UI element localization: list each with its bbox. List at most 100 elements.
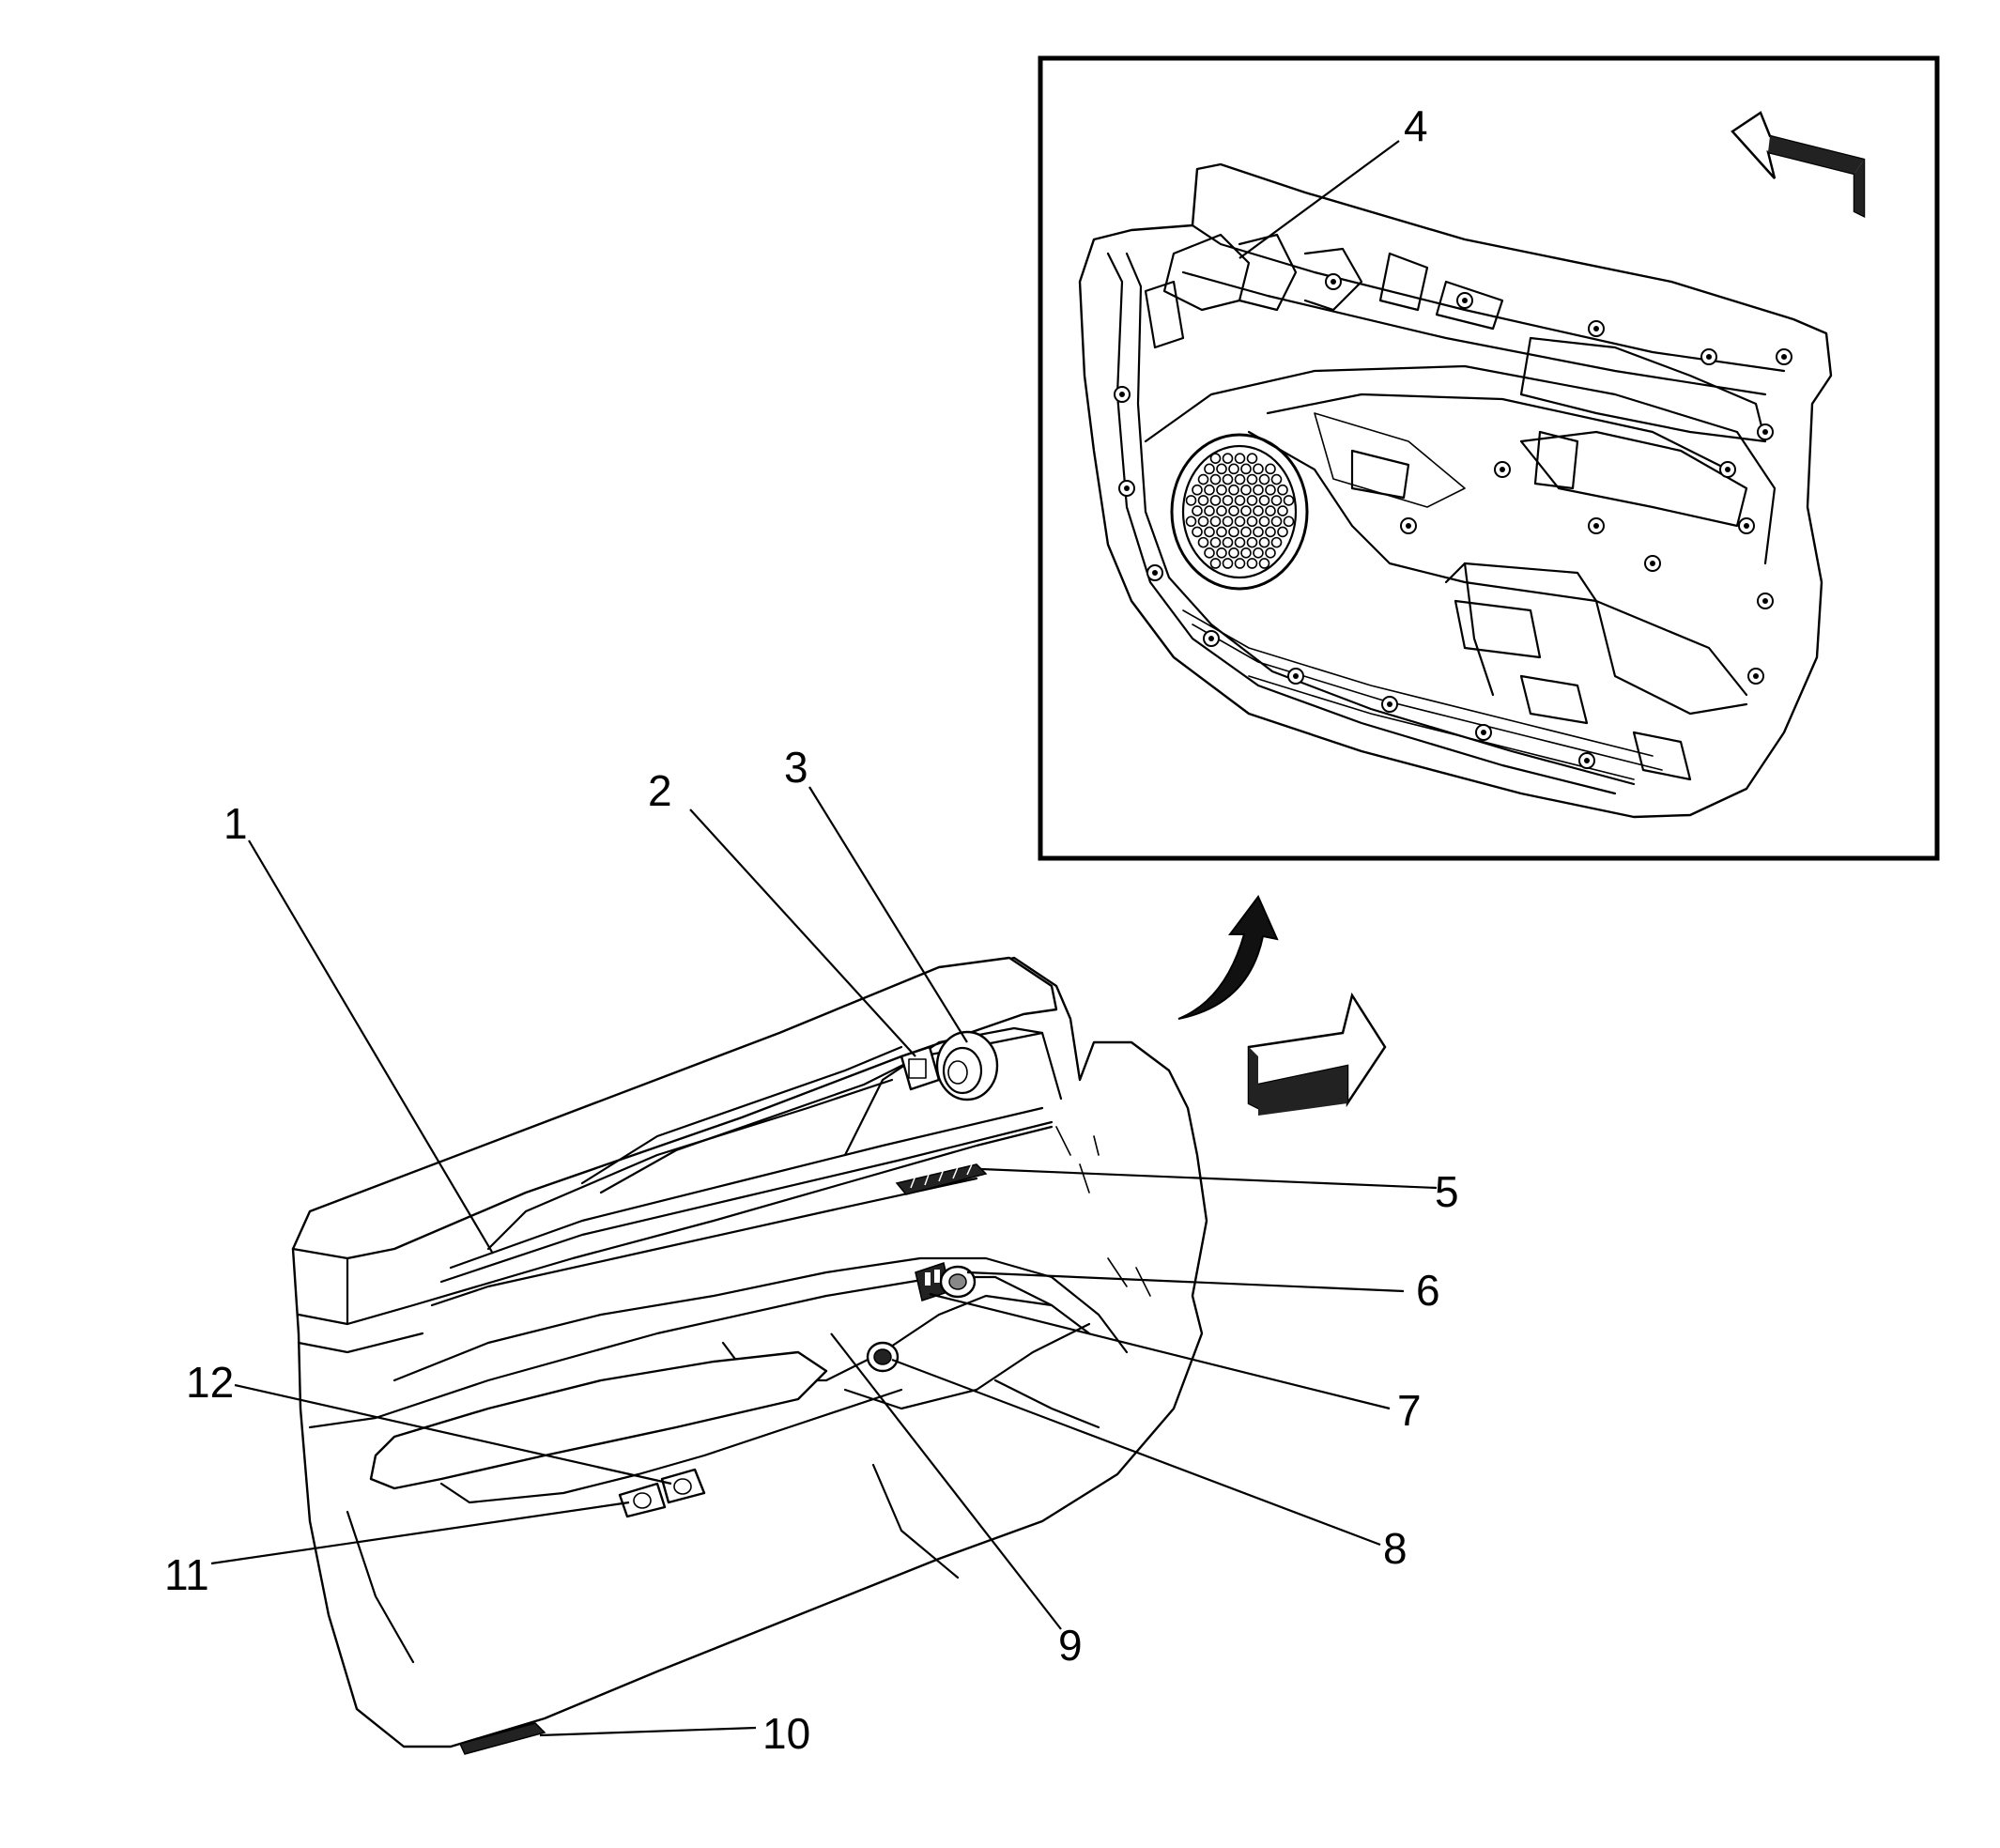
grille-hole: [1234, 558, 1246, 569]
grille-hole: [1270, 536, 1283, 548]
callout-6: 6: [1416, 1266, 1440, 1315]
grille-hole: [1204, 547, 1215, 559]
fastener-clip-center: [1706, 354, 1712, 360]
grille-hole: [1240, 463, 1252, 475]
grille-hole: [1258, 536, 1270, 548]
fastener-clip-center: [1650, 561, 1655, 566]
grille-hole: [1222, 495, 1234, 506]
callout-1: 1: [223, 799, 248, 848]
grille-hole: [1265, 547, 1276, 559]
fastener-clip-center: [1781, 354, 1787, 360]
grille-hole: [1228, 505, 1239, 516]
callout-9: 9: [1058, 1621, 1083, 1670]
grille-hole: [1234, 536, 1246, 548]
curved-removal-arrow-icon: [1177, 895, 1279, 1020]
grille-hole: [1240, 484, 1252, 496]
grille-hole: [1258, 473, 1270, 485]
grille-hole: [1265, 505, 1276, 516]
grille-hole: [1246, 558, 1258, 569]
grille-hole: [1222, 516, 1234, 528]
fastener-clip-center: [1593, 523, 1599, 529]
callout-8: 8: [1383, 1524, 1408, 1573]
grille-hole: [1258, 558, 1270, 569]
grille-hole: [1265, 484, 1276, 496]
leader-4: [1238, 140, 1400, 259]
callout-11: 11: [164, 1550, 209, 1599]
grille-hole: [1253, 547, 1264, 559]
fastener-clip-center: [1753, 673, 1759, 679]
vent-grille-5: [895, 1163, 988, 1195]
callout-10: 10: [762, 1709, 810, 1758]
fastener-clip-center: [1762, 598, 1768, 604]
fastener-clip-center: [1387, 701, 1392, 707]
grille-hole: [1216, 505, 1227, 516]
switch-11: [618, 1482, 667, 1518]
leader-lines: [210, 786, 1438, 1737]
grille-hole: [1209, 473, 1222, 485]
grille-hole: [1192, 505, 1203, 516]
grille-hole: [1253, 505, 1264, 516]
mirror-switch-12: [660, 1468, 706, 1504]
grille-hole: [1270, 495, 1283, 506]
grille-hole: [1246, 536, 1258, 548]
fastener-clip-center: [1331, 279, 1336, 285]
grille-hole: [1270, 473, 1283, 485]
grille-hole: [1197, 473, 1209, 485]
grille-hole: [1246, 453, 1258, 464]
grille-hole: [1222, 453, 1234, 464]
fastener-clip-center: [1481, 730, 1486, 735]
fastener-clip-center: [1462, 298, 1468, 303]
fastener-clip-center: [1406, 523, 1411, 529]
grille-hole: [1234, 453, 1246, 464]
reflector-10: [458, 1722, 546, 1755]
grille-hole: [1185, 516, 1197, 528]
callout-3: 3: [784, 743, 808, 792]
grille-hole: [1270, 516, 1283, 528]
grille-hole: [1204, 484, 1215, 496]
fastener-clip-center: [1293, 673, 1299, 679]
grille-hole: [1204, 505, 1215, 516]
callout-2: 2: [648, 766, 672, 815]
grille-hole: [1283, 516, 1295, 528]
grille-hole: [1240, 526, 1252, 538]
fastener-clip-center: [1762, 429, 1768, 435]
fastener-clip-center: [1593, 326, 1599, 331]
grille-hole: [1234, 473, 1246, 485]
door-trim-panel-front: [291, 956, 1208, 1755]
grille-hole: [1258, 516, 1270, 528]
grille-hole: [1209, 536, 1222, 548]
grille-hole: [1253, 526, 1264, 538]
grille-hole: [1216, 484, 1227, 496]
direction-of-view-arrow-icon: [1731, 111, 1866, 219]
fastener-clip-center: [1119, 392, 1125, 397]
fastener-clip-center: [1744, 523, 1749, 529]
grille-hole: [1234, 516, 1246, 528]
grille-hole: [1192, 526, 1203, 538]
grille-hole: [1222, 536, 1234, 548]
grille-hole: [1197, 536, 1209, 548]
grille-hole: [1216, 463, 1227, 475]
grille-hole: [1185, 495, 1197, 506]
grille-hole: [1216, 547, 1227, 559]
callout-7: 7: [1397, 1386, 1422, 1435]
grille-hole: [1222, 473, 1234, 485]
callout-4: 4: [1404, 101, 1428, 150]
grille-hole: [1209, 516, 1222, 528]
inset-speaker-grille: [1170, 433, 1309, 591]
grille-hole: [1209, 558, 1222, 569]
fastener-clip-center: [1725, 467, 1731, 472]
grille-hole: [1216, 526, 1227, 538]
grille-hole: [1228, 484, 1239, 496]
fastener-clip-center: [1500, 467, 1505, 472]
grille-hole: [1246, 473, 1258, 485]
fastener-clip-center: [1584, 758, 1590, 763]
fastener-clip-center: [1208, 636, 1214, 641]
grille-hole: [1246, 495, 1258, 506]
grille-hole: [1228, 463, 1239, 475]
grille-hole: [1283, 495, 1295, 506]
fastener-clip-center: [1152, 570, 1158, 576]
grille-hole: [1204, 463, 1215, 475]
grille-hole: [1253, 463, 1264, 475]
grille-hole: [1277, 484, 1288, 496]
